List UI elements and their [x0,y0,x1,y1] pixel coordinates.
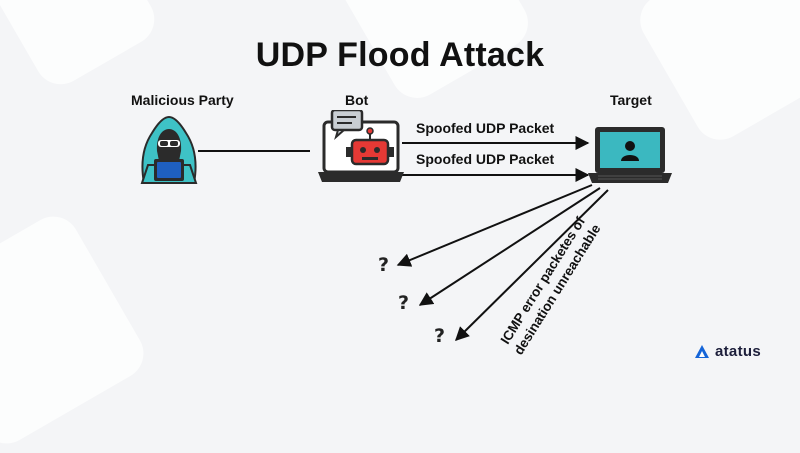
attacker-label: Malicious Party [131,92,234,108]
brand-logo: atatus [694,343,761,360]
question-mark-icon: ? [398,292,410,314]
atatus-logo-icon [695,344,709,358]
icmp-arrow-3 [455,189,609,341]
connection-lines [198,136,609,341]
bot-laptop-icon [318,108,404,186]
icmp-arrow-1 [396,184,593,267]
hacker-icon [134,111,204,185]
bot-label: Bot [345,92,369,108]
packet-label-1: Spoofed UDP Packet [416,120,555,136]
question-mark-icon: ? [434,325,446,347]
packet-label-2: Spoofed UDP Packet [416,151,555,167]
brand-name: atatus [715,343,761,360]
diagram-title: UDP Flood Attack [255,36,545,74]
question-mark-icon: ? [378,254,390,276]
target-laptop-icon [588,125,672,187]
target-label: Target [610,92,652,108]
icmp-arrow-2 [418,187,601,306]
